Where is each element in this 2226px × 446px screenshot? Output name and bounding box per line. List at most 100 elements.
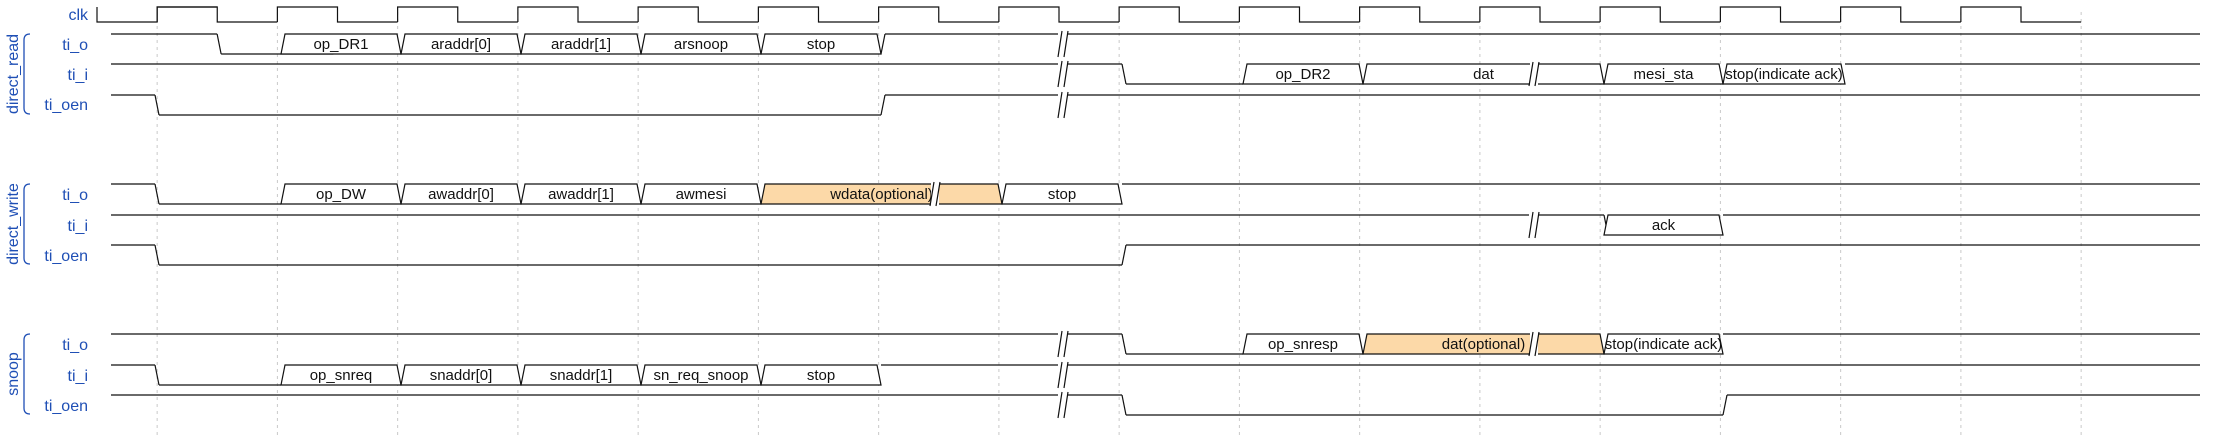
dr-ti-o-seg-box xyxy=(520,33,642,55)
break xyxy=(1057,91,1063,119)
dr-ti-i-fall xyxy=(1121,63,1127,85)
dw-ti-o-highlight-box xyxy=(760,183,1003,205)
signal-name-clk: clk xyxy=(68,7,89,24)
time-gridlines xyxy=(156,12,2082,436)
break xyxy=(1057,30,1063,58)
signal-name-direct-read-ti-oen: ti_oen xyxy=(44,97,88,114)
dw-ti-o-seg-label: awmesi xyxy=(676,186,727,203)
dw-ti-o-seg-box xyxy=(640,183,762,205)
sn-ti-o-seg-box xyxy=(1242,333,1364,355)
dw-ti-o-seg-box xyxy=(520,183,642,205)
dw-ti-i-seg: ack xyxy=(1603,214,1724,236)
dr-ti-o-seg: arsnoop xyxy=(640,33,762,55)
break-mask xyxy=(1530,63,1538,85)
dr-ti-oen-fall xyxy=(154,94,160,116)
dw-ti-o-highlight-label: wdata(optional) xyxy=(829,186,933,203)
dr-ti-o-seg: op_DR1 xyxy=(280,33,402,55)
dw-ti-o-seg-label: op_DW xyxy=(316,186,367,203)
dr-ti-o-seg: araddr[1] xyxy=(520,33,642,55)
dr-ti-i-seg: dat xyxy=(1362,61,1605,87)
break xyxy=(1063,391,1069,419)
sn-ti-o-seg: stop(indicate ack) xyxy=(1603,333,1724,355)
dr-ti-o-seg-box xyxy=(760,33,882,55)
dw-ti-o-seg-box xyxy=(1001,183,1123,205)
break-mark xyxy=(1528,331,1534,357)
sn-ti-i-seg-box xyxy=(520,364,642,386)
dr-ti-o-seg-label: stop xyxy=(807,36,835,53)
dw-ti-o-seg: awaddr[0] xyxy=(400,183,522,205)
dr-ti-i-seg: stop(indicate ack) xyxy=(1722,63,1846,85)
sn-ti-i-seg-box xyxy=(760,364,882,386)
dw-ti-o-fall xyxy=(154,183,160,205)
dw-ti-o-seg-box xyxy=(280,183,402,205)
sn-ti-o-highlight-box xyxy=(1362,333,1605,355)
break xyxy=(1057,330,1063,358)
sn-ti-i-seg: snaddr[0] xyxy=(400,364,522,386)
group-bracket-snoop: snoop xyxy=(5,333,31,415)
break-mark xyxy=(1534,61,1540,87)
break-mask xyxy=(1058,363,1068,387)
dr-ti-i-seg-box xyxy=(1722,63,1846,85)
dr-ti-o-seg-box xyxy=(280,33,402,55)
dw-ti-o-seg: awmesi xyxy=(640,183,762,205)
break-mark xyxy=(929,181,935,207)
dw-ti-o-seg: op_DW xyxy=(280,183,402,205)
sn-ti-i-seg: stop xyxy=(760,364,882,386)
dr-ti-i-seg-label: mesi_sta xyxy=(1633,66,1694,83)
group-label-snoop: snoop xyxy=(5,352,22,396)
break xyxy=(1057,361,1063,389)
break-mask xyxy=(1058,332,1068,356)
dr-ti-i-seg-box xyxy=(1603,63,1724,85)
dr-ti-oen-rise xyxy=(880,94,886,116)
break-mask xyxy=(1058,62,1068,86)
break xyxy=(1057,60,1063,88)
dw-ti-o-seg: stop xyxy=(1001,183,1123,205)
signal-name-snoop-ti-oen: ti_oen xyxy=(44,398,88,415)
sn-ti-i-seg-box xyxy=(280,364,402,386)
dr-ti-o-seg-label: araddr[0] xyxy=(431,36,491,53)
sn-ti-i-fall xyxy=(154,364,160,386)
dr-ti-o-rise xyxy=(880,33,886,55)
dw-ti-o-seg-box xyxy=(400,183,522,205)
signal-waveforms: op_DR1 araddr[0] araddr[1] arsnoop stop op_DR… xyxy=(111,30,2200,419)
sn-ti-i-seg-label: op_snreq xyxy=(310,367,373,384)
sn-ti-oen-fall xyxy=(1121,394,1127,416)
break xyxy=(1534,211,1540,239)
break-mask xyxy=(1529,213,1539,237)
sn-ti-o-seg: op_snresp xyxy=(1242,333,1364,355)
signal-name-snoop-ti-o: ti_o xyxy=(62,337,88,354)
dw-ti-o-seg-label: awaddr[0] xyxy=(428,186,494,203)
break-mask xyxy=(1530,333,1538,355)
dr-ti-i-seg-label: dat xyxy=(1473,66,1495,83)
break xyxy=(1063,91,1069,119)
clk-cycles xyxy=(156,6,2082,23)
dw-ti-i-seg-label: ack xyxy=(1652,217,1676,234)
signal-name-direct-read-ti-i: ti_i xyxy=(68,67,88,84)
dw-ti-oen-rise xyxy=(1121,244,1127,266)
dw-ti-oen-fall xyxy=(154,244,160,266)
dw-ti-o-seg-label: awaddr[1] xyxy=(548,186,614,203)
signal-name-direct-write-ti-o: ti_o xyxy=(62,187,88,204)
dw-ti-i-seg-box xyxy=(1603,214,1724,236)
sn-ti-i-seg-label: stop xyxy=(807,367,835,384)
dr-ti-o-seg-box xyxy=(400,33,522,55)
break-mark xyxy=(935,181,941,207)
dr-ti-o-seg: stop xyxy=(760,33,882,55)
break xyxy=(1057,391,1063,419)
dw-ti-o-seg-label: stop xyxy=(1048,186,1076,203)
group-label-direct-read: direct_read xyxy=(5,34,22,114)
dr-ti-i-seg-box xyxy=(1242,63,1364,85)
sn-ti-i-seg-box xyxy=(640,364,762,386)
group-bracket-direct-write: direct_write xyxy=(5,183,31,265)
dr-ti-o-fall xyxy=(216,33,222,55)
dr-ti-o-seg-label: araddr[1] xyxy=(551,36,611,53)
dr-ti-o-seg-label: arsnoop xyxy=(674,36,728,53)
signal-name-direct-write-ti-i: ti_i xyxy=(68,218,88,235)
group-label-direct-write: direct_write xyxy=(5,183,22,265)
dr-ti-i-seg: op_DR2 xyxy=(1242,63,1364,85)
dr-ti-i-seg-box xyxy=(1362,63,1605,85)
break xyxy=(1063,60,1069,88)
sn-ti-i-seg: sn_req_snoop xyxy=(640,364,762,386)
sn-ti-o-highlight: dat(optional) xyxy=(1362,331,1605,357)
